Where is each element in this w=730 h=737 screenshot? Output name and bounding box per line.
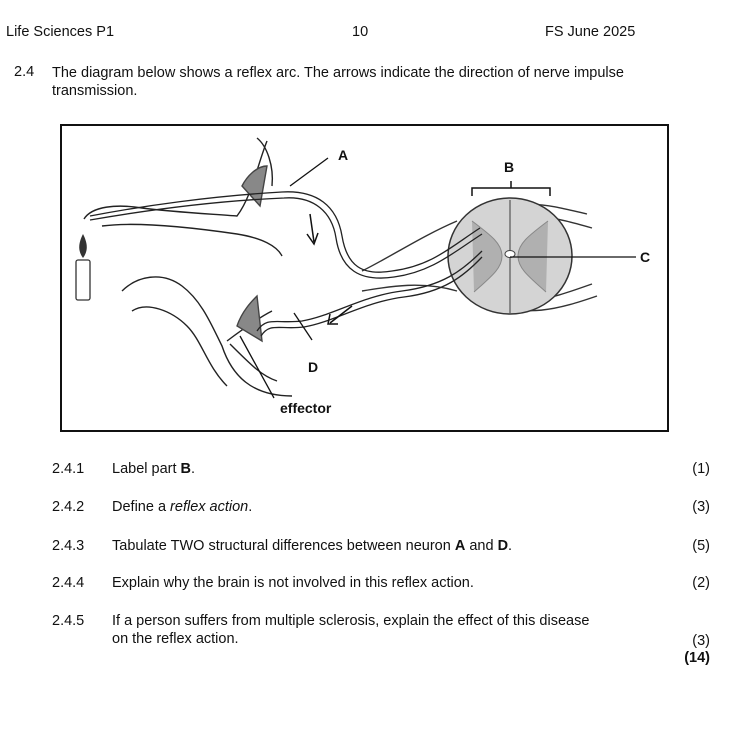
subquestion-marks: (3) bbox=[692, 499, 710, 515]
subquestion-text: Explain why the brain is not involved in… bbox=[112, 575, 474, 591]
motor-neuron-d bbox=[256, 250, 483, 337]
label-b: B bbox=[504, 159, 514, 175]
subquestion-number: 2.4.4 bbox=[52, 575, 85, 591]
subquestion-text: If a person suffers from multiple sclero… bbox=[112, 613, 590, 647]
subquestion-text: Tabulate TWO structural differences betw… bbox=[112, 538, 513, 554]
subquestion-text: Define a reflex action. bbox=[112, 499, 253, 515]
subquestion-marks: (2) bbox=[692, 575, 710, 591]
header-subject: Life Sciences P1 bbox=[6, 24, 115, 40]
reflex-arc-illustration: A B C D effector bbox=[75, 137, 650, 416]
header-exam-date: FS June 2025 bbox=[545, 24, 636, 40]
total-marks: (14) bbox=[684, 650, 710, 666]
label-c: C bbox=[640, 249, 650, 265]
subquestion-number: 2.4.3 bbox=[52, 538, 85, 554]
header-page-number: 10 bbox=[352, 24, 369, 40]
arm-and-hand bbox=[83, 137, 293, 397]
label-effector: effector bbox=[280, 400, 332, 416]
spinal-cord-cross-section bbox=[447, 197, 573, 315]
impulse-direction-arrows bbox=[306, 213, 353, 325]
label-a: A bbox=[338, 147, 348, 163]
subquestion-number: 2.4.5 bbox=[52, 613, 85, 629]
reflex-arc-diagram: A B C D effector bbox=[60, 124, 669, 432]
subquestion-marks: (1) bbox=[692, 461, 710, 477]
sensory-neuron-a bbox=[89, 191, 483, 279]
candle-flame bbox=[75, 234, 91, 301]
subquestion-number: 2.4.2 bbox=[52, 499, 85, 515]
question-text: The diagram below shows a reflex arc. Th… bbox=[52, 65, 624, 99]
label-pointer-lines bbox=[239, 157, 636, 399]
subquestion-marks: (3) bbox=[692, 633, 710, 649]
subquestion-marks: (5) bbox=[692, 538, 710, 554]
question-number: 2.4 bbox=[14, 64, 35, 80]
subquestion-text: Label part B. bbox=[112, 461, 196, 477]
subquestion-number: 2.4.1 bbox=[52, 461, 85, 477]
label-b-bracket bbox=[471, 181, 551, 196]
label-d: D bbox=[308, 359, 318, 375]
